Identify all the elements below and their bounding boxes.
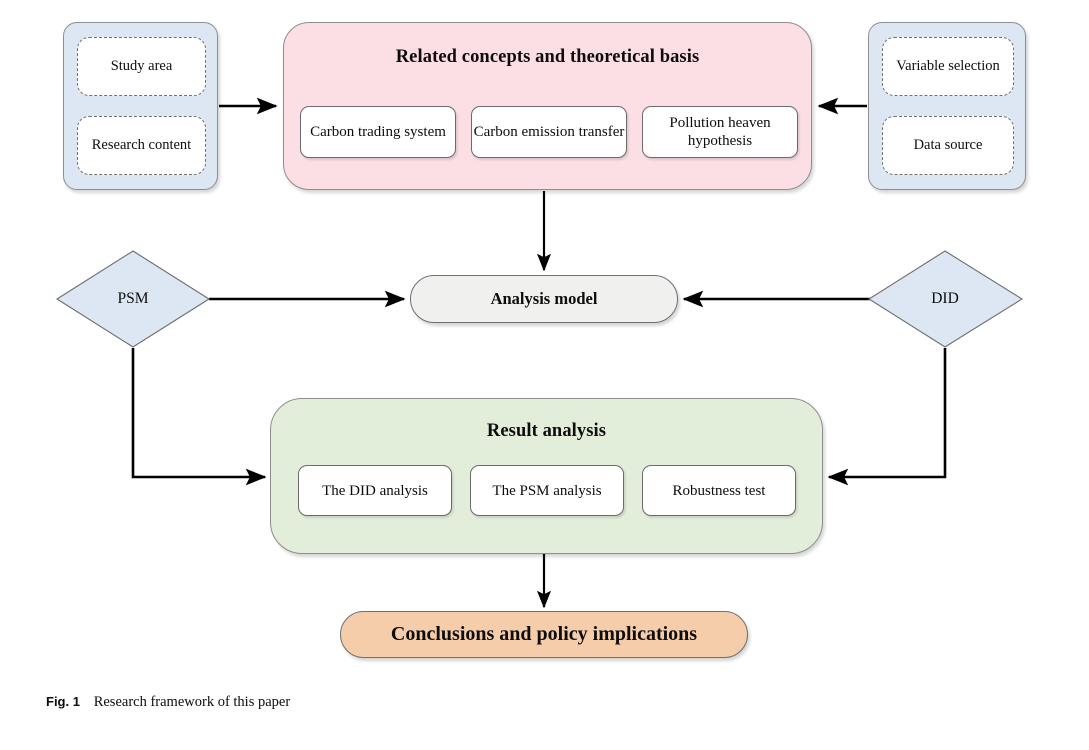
analysis-model-label: Analysis model bbox=[490, 289, 598, 308]
card-the-psm-analysis-label: The PSM analysis bbox=[492, 482, 602, 499]
conclusion-label: Conclusions and policy implications bbox=[390, 623, 698, 645]
conclusion-node[interactable]: Conclusions and policy implications bbox=[340, 611, 748, 658]
card-carbon-emission-transfer[interactable]: Carbon emission transfer bbox=[471, 106, 627, 158]
card-robustness-test-label: Robustness test bbox=[672, 482, 766, 499]
card-research-content-label: Research content bbox=[91, 137, 192, 154]
card-the-did-analysis-label: The DID analysis bbox=[322, 482, 428, 499]
card-carbon-trading-system[interactable]: Carbon trading system bbox=[300, 106, 456, 158]
card-study-area[interactable]: Study area bbox=[77, 37, 206, 96]
card-data-source-label: Data source bbox=[913, 137, 983, 154]
card-carbon-trading-system-label: Carbon trading system bbox=[310, 124, 446, 140]
card-the-psm-analysis[interactable]: The PSM analysis bbox=[470, 465, 624, 516]
psm-diamond-label: PSM bbox=[117, 290, 149, 307]
results-group: Result analysis The DID analysis The PSM… bbox=[270, 398, 823, 554]
card-robustness-test[interactable]: Robustness test bbox=[642, 465, 796, 516]
card-pollution-heaven-hypothesis-label: Pollution heaven hypothesis bbox=[669, 115, 771, 149]
concepts-group: Related concepts and theoretical basis C… bbox=[283, 22, 812, 190]
edge-did-to-results bbox=[827, 348, 947, 486]
card-data-source[interactable]: Data source bbox=[882, 116, 1014, 175]
did-diamond-label: DID bbox=[931, 290, 959, 307]
edge-psm-to-results bbox=[131, 348, 267, 486]
concepts-title: Related concepts and theoretical basis bbox=[395, 47, 700, 67]
figure-caption-text: Research framework of this paper bbox=[93, 694, 291, 710]
card-the-did-analysis[interactable]: The DID analysis bbox=[298, 465, 452, 516]
card-carbon-emission-transfer-label: Carbon emission transfer bbox=[473, 124, 625, 140]
card-study-area-label: Study area bbox=[110, 58, 173, 75]
figure-caption-label: Fig. 1 bbox=[46, 694, 80, 709]
results-title: Result analysis bbox=[486, 421, 607, 441]
card-research-content[interactable]: Research content bbox=[77, 116, 206, 175]
left-inputs-group: Study area Research content bbox=[63, 22, 218, 190]
figure-caption: Fig. 1 Research framework of this paper bbox=[46, 694, 290, 711]
card-variable-selection[interactable]: Variable selection bbox=[882, 37, 1014, 96]
card-variable-selection-label: Variable selection bbox=[896, 58, 1000, 75]
card-pollution-heaven-hypothesis[interactable]: Pollution heaven hypothesis bbox=[642, 106, 798, 158]
right-inputs-group: Variable selection Data source bbox=[868, 22, 1026, 190]
analysis-model-node[interactable]: Analysis model bbox=[410, 275, 678, 323]
